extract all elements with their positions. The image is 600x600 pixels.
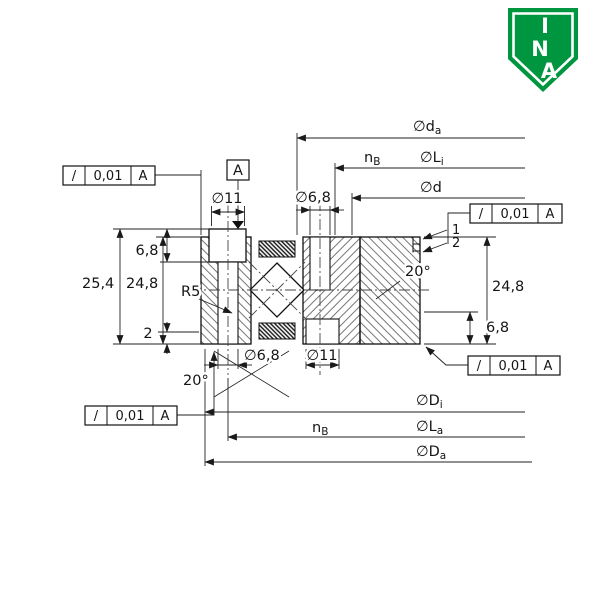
label-d: ∅d <box>420 180 442 196</box>
tolerance-value: 0,01 <box>116 409 145 424</box>
label-nb-bottom: nB <box>312 420 328 438</box>
datum-flag: A <box>226 159 250 229</box>
counterbore-bottom-feature <box>305 318 340 345</box>
label-d68-bottom: ∅6,8 <box>244 348 280 364</box>
tolerance-datum: A <box>161 409 170 424</box>
label-nb-top: nB <box>364 150 380 168</box>
cage-block-top <box>258 240 296 258</box>
tolerance-frame-top-left: / 0,01 A <box>62 165 156 186</box>
seal-detail <box>412 236 421 253</box>
roller-axis-2 <box>248 261 306 319</box>
parallelism-symbol: / <box>479 207 484 222</box>
counterbore-top-feature <box>208 228 247 263</box>
tolerance-value: 0,01 <box>499 359 528 374</box>
tolerance-value: 0,01 <box>501 207 530 222</box>
ina-logo: I N A <box>508 8 578 92</box>
tolerance-datum: A <box>546 207 555 222</box>
tolerance-value: 0,01 <box>94 169 123 184</box>
logo-letter-n: N <box>531 37 549 61</box>
label-2-left: 2 <box>143 326 152 342</box>
datum-triangle <box>232 221 244 229</box>
bearing-cross-section <box>200 228 421 345</box>
label-d11-top: ∅11 <box>211 191 242 207</box>
leader-angle-right <box>375 280 401 300</box>
tolerance-frame-bottom-left: / 0,01 A <box>84 405 178 426</box>
tolerance-frame-bottom-right: / 0,01 A <box>467 355 561 376</box>
datum-flag-label: A <box>233 163 243 179</box>
leader-lines <box>177 212 470 416</box>
leader-frame-bottom-left <box>177 351 218 416</box>
label-li: ∅Li <box>420 150 444 168</box>
tolerance-datum: A <box>139 169 148 184</box>
tolerance-frame-top-right: / 0,01 A <box>469 203 563 224</box>
logo-letter-i: I <box>541 14 549 38</box>
label-Da: ∅Da <box>416 444 446 462</box>
label-248-left: 24,8 <box>126 276 158 292</box>
extension-lines <box>113 133 496 466</box>
leader-item-1 <box>422 229 448 240</box>
tolerance-datum: A <box>544 359 553 374</box>
cage-block-bottom <box>258 322 296 340</box>
leader-item-2 <box>422 242 448 253</box>
leader-r5 <box>198 298 233 314</box>
label-68-left: 6,8 <box>135 243 158 259</box>
label-angle-right: 20° <box>405 264 431 280</box>
logo-shield <box>508 8 578 92</box>
label-Di: ∅Di <box>416 393 443 411</box>
label-254: 25,4 <box>82 276 114 292</box>
label-r5: R5 <box>181 284 200 300</box>
logo-letter-a: A <box>541 59 558 83</box>
parallelism-symbol: / <box>477 359 482 374</box>
centerlines <box>190 200 432 375</box>
label-68-right: 6,8 <box>486 320 509 336</box>
parallelism-symbol: / <box>94 409 99 424</box>
label-d68-top: ∅6,8 <box>295 190 331 206</box>
logo-shield-inner-border <box>512 12 574 87</box>
label-angle-left: 20° <box>183 373 209 389</box>
leader-frame-bottom-right <box>425 346 468 366</box>
outer-ring-hatch <box>360 237 420 344</box>
label-da: ∅da <box>413 119 441 137</box>
label-d11-bottom: ∅11 <box>306 348 337 364</box>
label-item-1: 1 <box>452 223 460 238</box>
label-La: ∅La <box>416 419 443 437</box>
angle-construction-2 <box>213 350 290 398</box>
label-248-right: 24,8 <box>492 279 524 295</box>
outer-ring-outline <box>359 236 421 345</box>
parallelism-symbol: / <box>72 169 77 184</box>
label-item-2: 2 <box>452 236 460 251</box>
dimension-lines <box>116 134 532 466</box>
dimension-labels: ∅da nB ∅Li ∅d 1 2 24,8 6,8 ∅11 ∅6,8 6,8 … <box>80 119 527 462</box>
